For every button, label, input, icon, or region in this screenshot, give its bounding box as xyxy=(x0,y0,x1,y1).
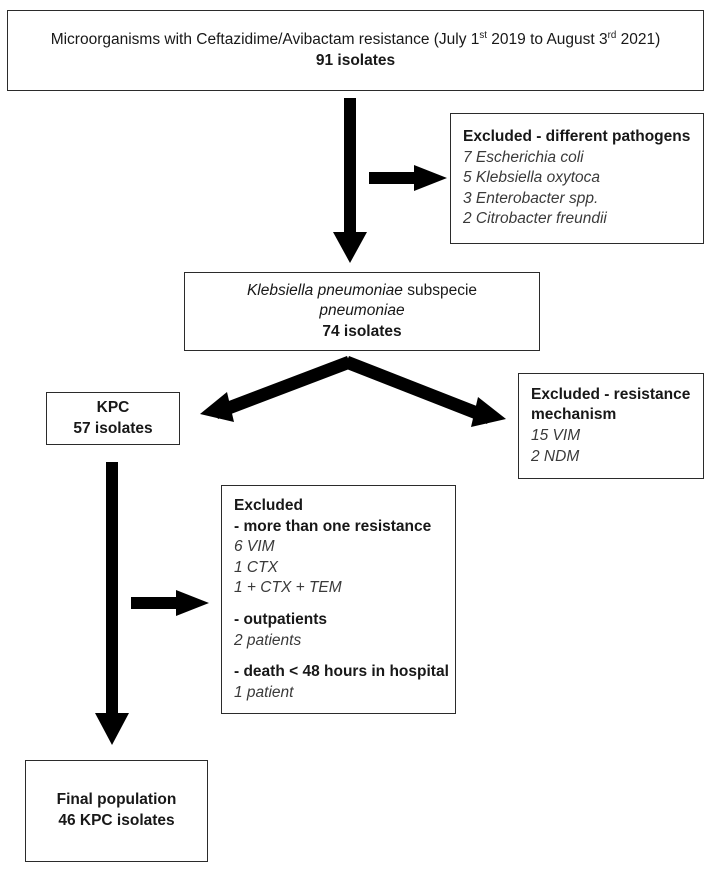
total-title-post: 2021) xyxy=(616,30,661,48)
arrow-kpc-to-final xyxy=(95,462,129,745)
excluded-pathogens-item: 3 Enterobacter spp. xyxy=(463,189,599,207)
total-title-mid: 2019 to August 3 xyxy=(487,30,608,48)
excluded-pathogens-item: 5 Klebsiella oxytoca xyxy=(463,169,600,187)
arrow-to-excluded-main xyxy=(131,590,209,616)
total-isolates-count: 91 isolates xyxy=(315,51,396,69)
box-excluded-main: Excluded - more than one resistance 6 VI… xyxy=(221,485,456,714)
arrow-to-excluded-pathogens xyxy=(369,165,447,191)
box-excluded-pathogens: Excluded - different pathogens 7 Escheri… xyxy=(450,113,704,244)
klebsiella-species-rest: subspecie xyxy=(402,281,478,299)
excluded-pathogens-heading: Excluded - different pathogens xyxy=(463,127,691,145)
total-title-sup-st: st xyxy=(479,29,487,41)
kpc-label: KPC xyxy=(96,398,130,416)
excluded-mechanism-item: 15 VIM xyxy=(531,427,581,444)
arrow-klebsiella-to-kpc xyxy=(200,356,352,422)
total-title-pre: Microorganisms with Ceftazidime/Avibacta… xyxy=(50,30,480,48)
final-population-count: 46 KPC isolates xyxy=(58,812,175,829)
excluded-main-group1-item: 1 CTX xyxy=(234,558,278,576)
excluded-main-group3-label: - death < 48 hours in hospital xyxy=(234,663,449,681)
excluded-main-group2-item: 2 patients xyxy=(234,631,302,649)
excluded-main-group1-item: 1 + CTX + TEM xyxy=(234,579,342,597)
klebsiella-species-line: Klebsiella pneumoniae subspecie xyxy=(197,281,527,302)
arrow-top-to-klebsiella xyxy=(333,98,367,263)
box-kpc: KPC 57 isolates xyxy=(46,392,180,445)
excluded-mechanism-heading-1: Excluded - resistance xyxy=(531,385,691,403)
final-population-label: Final population xyxy=(56,791,177,809)
arrow-klebsiella-to-excluded-mechanism xyxy=(344,356,506,427)
klebsiella-species-italic: Klebsiella pneumoniae xyxy=(246,281,403,299)
spacer xyxy=(234,599,443,610)
excluded-main-group3-item: 1 patient xyxy=(234,683,294,701)
excluded-mechanism-heading-2: mechanism xyxy=(531,406,617,424)
klebsiella-subspecies: pneumoniae xyxy=(319,302,405,320)
excluded-pathogens-item: 2 Citrobacter freundii xyxy=(463,210,607,228)
excluded-mechanism-item: 2 NDM xyxy=(531,447,580,465)
total-title-sup-rd: rd xyxy=(607,29,617,41)
excluded-main-group1-label: - more than one resistance xyxy=(234,517,432,535)
total-title-line: Microorganisms with Ceftazidime/Avibacta… xyxy=(20,30,691,51)
box-klebsiella-pneumoniae: Klebsiella pneumoniae subspecie pneumoni… xyxy=(184,272,540,351)
box-total-isolates: Microorganisms with Ceftazidime/Avibacta… xyxy=(7,10,704,91)
box-excluded-mechanism: Excluded - resistance mechanism 15 VIM 2… xyxy=(518,373,704,479)
excluded-pathogens-item: 7 Escherichia coli xyxy=(463,148,584,166)
excluded-main-group2-label: - outpatients xyxy=(234,611,327,629)
excluded-main-group1-item: 6 VIM xyxy=(234,538,275,556)
excluded-main-heading: Excluded xyxy=(234,497,303,514)
spacer xyxy=(234,651,443,662)
kpc-isolates-count: 57 isolates xyxy=(73,419,153,437)
klebsiella-isolates-count: 74 isolates xyxy=(322,322,402,340)
box-final-population: Final population 46 KPC isolates xyxy=(25,760,208,862)
